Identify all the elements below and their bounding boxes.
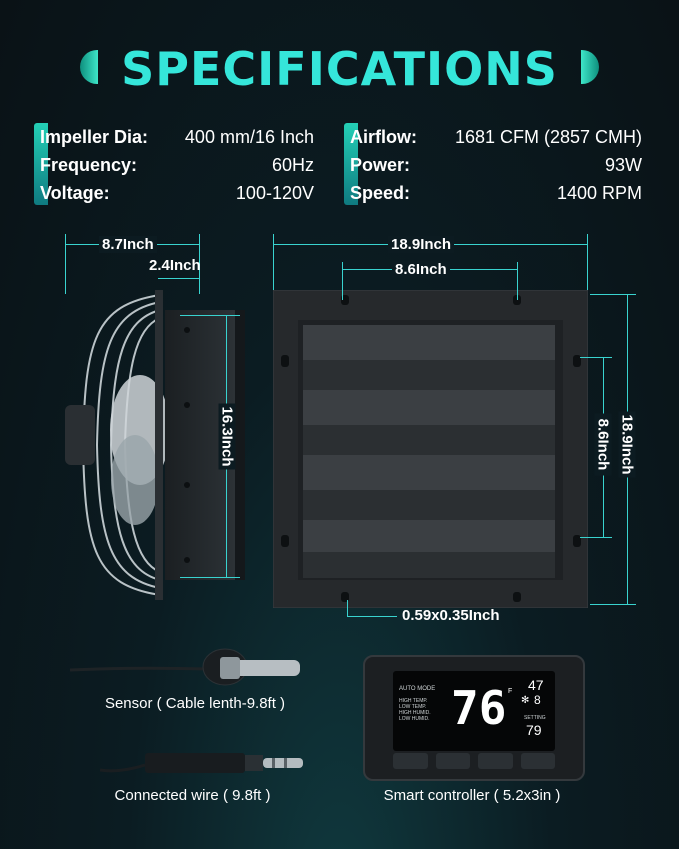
controller-setting-label: SETTING <box>524 715 546 721</box>
controller-temp-unit: F <box>508 688 513 695</box>
spec-label: Speed: <box>350 183 411 203</box>
fan-side-view <box>65 290 245 600</box>
title-left-cap <box>80 50 98 84</box>
sensor-caption: Sensor ( Cable lenth-9.8ft ) <box>104 695 286 712</box>
controller-caption: Smart controller ( 5.2x3in ) <box>383 787 561 804</box>
spec-row: Power: 93W <box>344 151 642 179</box>
spec-value: 93W <box>604 155 642 175</box>
spec-label: Frequency: <box>40 155 138 175</box>
dim-side-depth: 8.7Inch <box>99 236 157 253</box>
controller-temp: 76 <box>451 681 507 735</box>
spec-value: 60Hz <box>271 155 314 175</box>
spec-row: Airflow: 1681 CFM (2857 CMH) <box>344 123 642 151</box>
spec-row: Voltage: 100-120V <box>34 179 314 207</box>
dim-front-height: 18.9Inch <box>618 411 636 478</box>
spec-value: 100-120V <box>235 183 314 203</box>
up-button[interactable] <box>435 753 470 769</box>
spec-row: Frequency: 60Hz <box>34 151 314 179</box>
page-title: SPECIFICATIONS <box>121 42 558 96</box>
power-button[interactable] <box>520 753 555 769</box>
spec-value: 1400 RPM <box>556 183 642 203</box>
spec-row: Speed: 1400 RPM <box>344 179 642 207</box>
dim-tick <box>590 604 636 605</box>
controller-options: HIGH TEMP. LOW TEMP. HIGH HUMID. LOW HUM… <box>399 698 431 722</box>
spec-label: Voltage: <box>40 183 110 203</box>
controller-humidity: 47 <box>528 677 544 693</box>
spec-row: Impeller Dia: 400 mm/16 Inch <box>34 123 314 151</box>
controller-option: HIGH HUMID. <box>399 710 431 716</box>
dim-line-side-frame <box>158 278 200 279</box>
controller-option: LOW TEMP. <box>399 704 427 710</box>
dim-side-height: 16.3Inch <box>218 403 236 470</box>
dim-tick <box>587 234 588 290</box>
controller-buttons <box>393 753 555 769</box>
sensor-image <box>70 648 300 686</box>
controller-fan-level: 8 <box>534 693 541 707</box>
dim-tick <box>180 577 240 578</box>
dim-front-hole-spacing: 8.6Inch <box>392 261 450 278</box>
dim-line-slot <box>347 616 397 617</box>
dim-line-slot <box>347 600 348 616</box>
dim-tick <box>180 315 240 316</box>
down-button[interactable] <box>478 753 513 769</box>
dim-tick <box>590 294 636 295</box>
spec-value: 400 mm/16 Inch <box>184 127 314 147</box>
dim-side-frame: 2.4Inch <box>149 257 201 274</box>
dim-tick <box>199 234 200 294</box>
specs-accent-bar <box>34 123 48 205</box>
specs-right-panel: Airflow: 1681 CFM (2857 CMH) Power: 93W … <box>344 123 642 205</box>
specs-left-panel: Impeller Dia: 400 mm/16 Inch Frequency: … <box>34 123 314 205</box>
menu-button[interactable] <box>393 753 428 769</box>
dim-tick <box>580 537 612 538</box>
controller-mode: AUTO MODE <box>399 686 436 692</box>
spec-label: Airflow: <box>350 127 417 147</box>
header: SPECIFICATIONS <box>0 38 679 98</box>
dim-front-width: 18.9Inch <box>388 236 455 253</box>
controller-display: AUTO MODE HIGH TEMP. LOW TEMP. HIGH HUMI… <box>393 671 555 751</box>
controller-option: HIGH TEMP. <box>399 698 428 704</box>
title-right-cap <box>581 50 599 84</box>
dim-front-inner-height: 8.6Inch <box>594 413 612 476</box>
connected-wire-image <box>100 753 303 773</box>
dim-tick <box>65 234 66 294</box>
spec-value: 1681 CFM (2857 CMH) <box>454 127 642 147</box>
dim-tick <box>580 357 612 358</box>
shutter-front-view <box>273 290 588 608</box>
controller-setting-value: 79 <box>526 722 542 738</box>
dim-tick <box>517 262 518 300</box>
specs-accent-bar <box>344 123 358 205</box>
spec-label: Power: <box>350 155 411 175</box>
dim-tick <box>342 262 343 300</box>
fan-icon: ✻ <box>521 695 530 706</box>
dim-slot-size: 0.59x0.35Inch <box>402 607 500 624</box>
dim-tick <box>273 234 274 290</box>
controller-option: LOW HUMID. <box>399 716 430 722</box>
smart-controller: AUTO MODE HIGH TEMP. LOW TEMP. HIGH HUMI… <box>363 655 585 781</box>
spec-label: Impeller Dia: <box>40 127 149 147</box>
wire-caption: Connected wire ( 9.8ft ) <box>114 787 271 804</box>
